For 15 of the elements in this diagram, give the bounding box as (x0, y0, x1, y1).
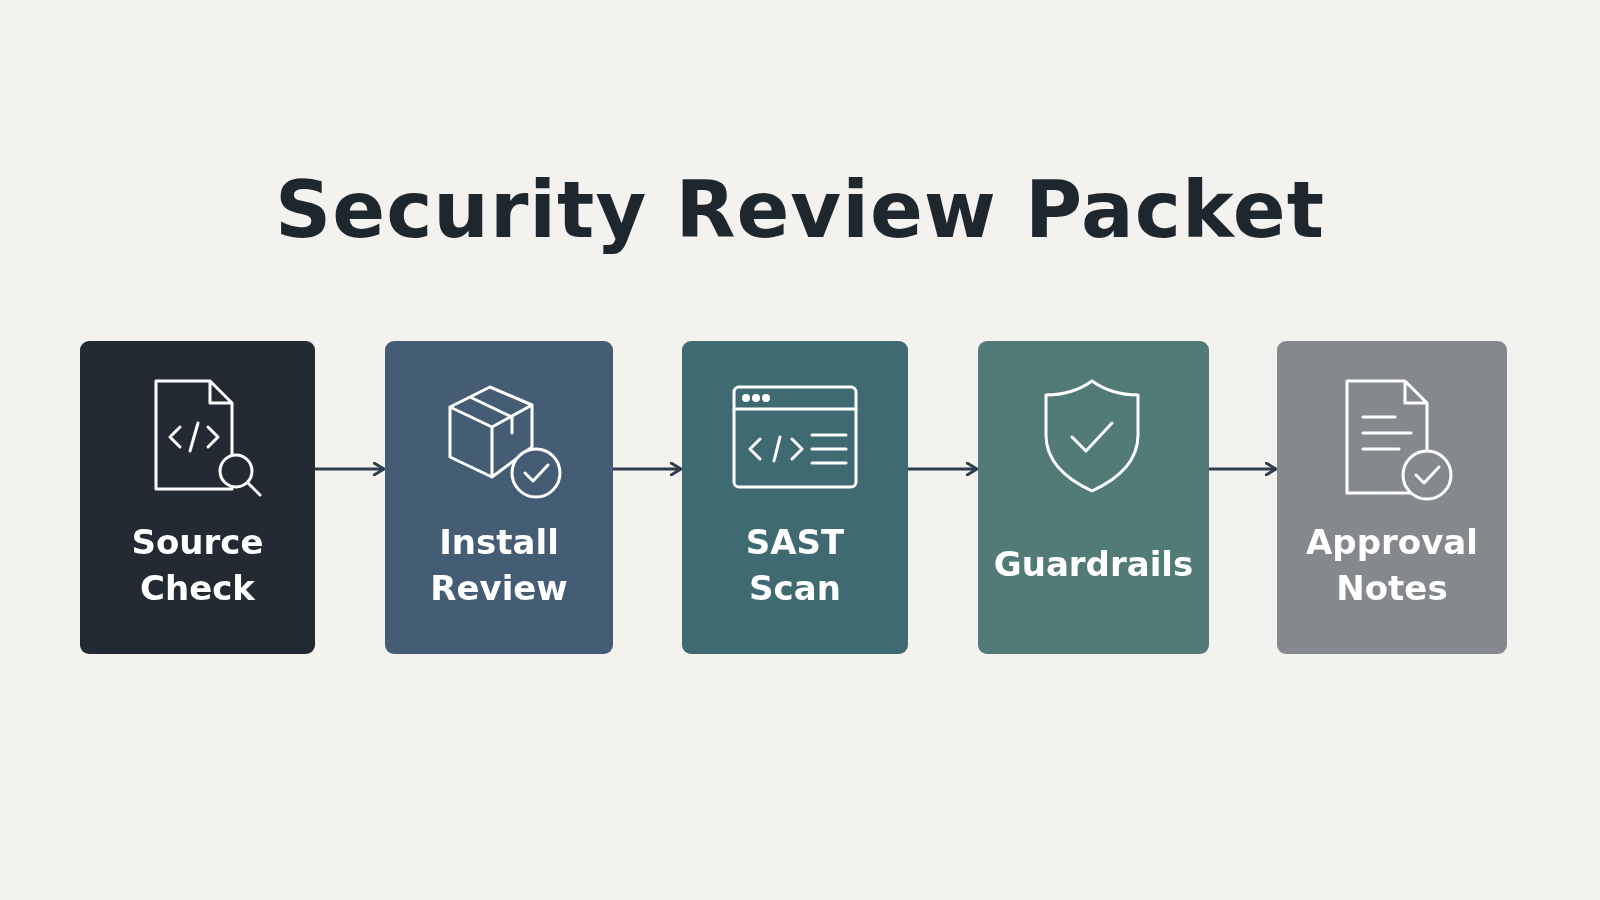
step-label: Approval Notes (1306, 521, 1478, 610)
step-label: Guardrails (993, 543, 1194, 586)
process-box (1277, 341, 1507, 654)
step-label: Source Check (131, 521, 264, 610)
arrow (315, 461, 386, 477)
process-box (385, 341, 613, 654)
process-box (978, 341, 1209, 654)
arrow (908, 461, 979, 477)
step-label: Install Review (430, 521, 568, 610)
arrow (1209, 461, 1278, 477)
process-box (80, 341, 315, 654)
step-label: SAST Scan (745, 521, 845, 610)
process-box (682, 341, 908, 654)
diagram-title: Security Review Packet (274, 165, 1326, 255)
arrow (613, 461, 683, 477)
